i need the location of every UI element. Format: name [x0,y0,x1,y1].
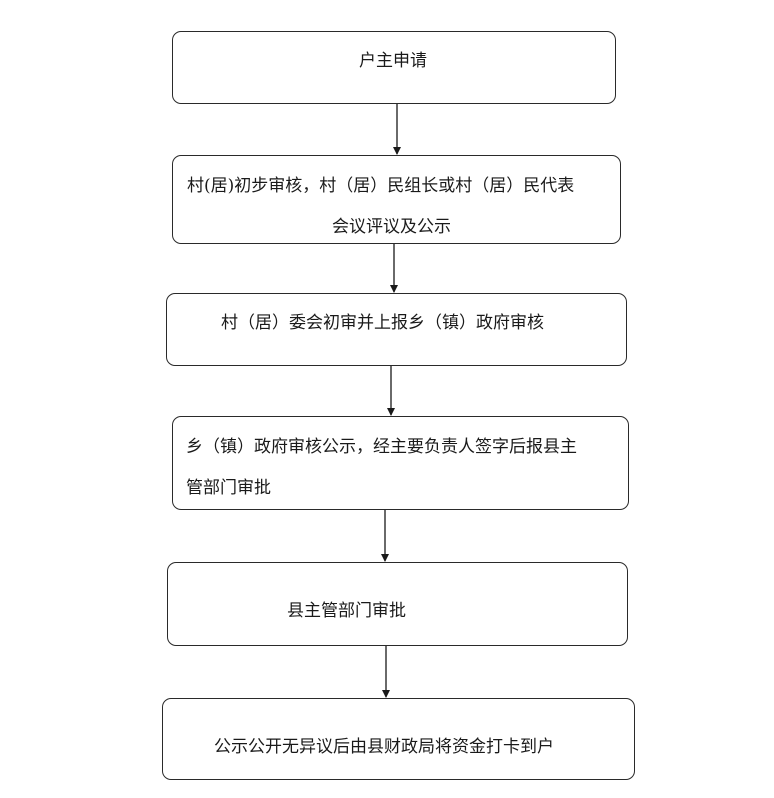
step-2-text-line-1: 村(居)初步审核，村（居）民组长或村（居）民代表 [187,176,575,196]
step-2-box: 村(居)初步审核，村（居）民组长或村（居）民代表 会议评议及公示 [172,155,621,244]
step-5-box: 县主管部门审批 [167,562,628,646]
step-6-text: 公示公开无异议后由县财政局将资金打卡到户 [214,737,554,757]
step-3-text: 村（居）委会初审并上报乡（镇）政府审核 [221,313,544,333]
step-5-text: 县主管部门审批 [287,601,406,621]
step-2-text-line-2: 会议评议及公示 [332,217,451,237]
step-3-box: 村（居）委会初审并上报乡（镇）政府审核 [166,293,627,366]
step-1-text: 户主申请 [359,51,427,71]
step-4-text-line-1: 乡（镇）政府审核公示，经主要负责人签字后报县主 [186,437,577,457]
step-1-box: 户主申请 [172,31,616,104]
step-6-box: 公示公开无异议后由县财政局将资金打卡到户 [162,698,635,780]
step-4-box: 乡（镇）政府审核公示，经主要负责人签字后报县主 管部门审批 [172,416,629,510]
step-4-text-line-2: 管部门审批 [186,478,271,498]
